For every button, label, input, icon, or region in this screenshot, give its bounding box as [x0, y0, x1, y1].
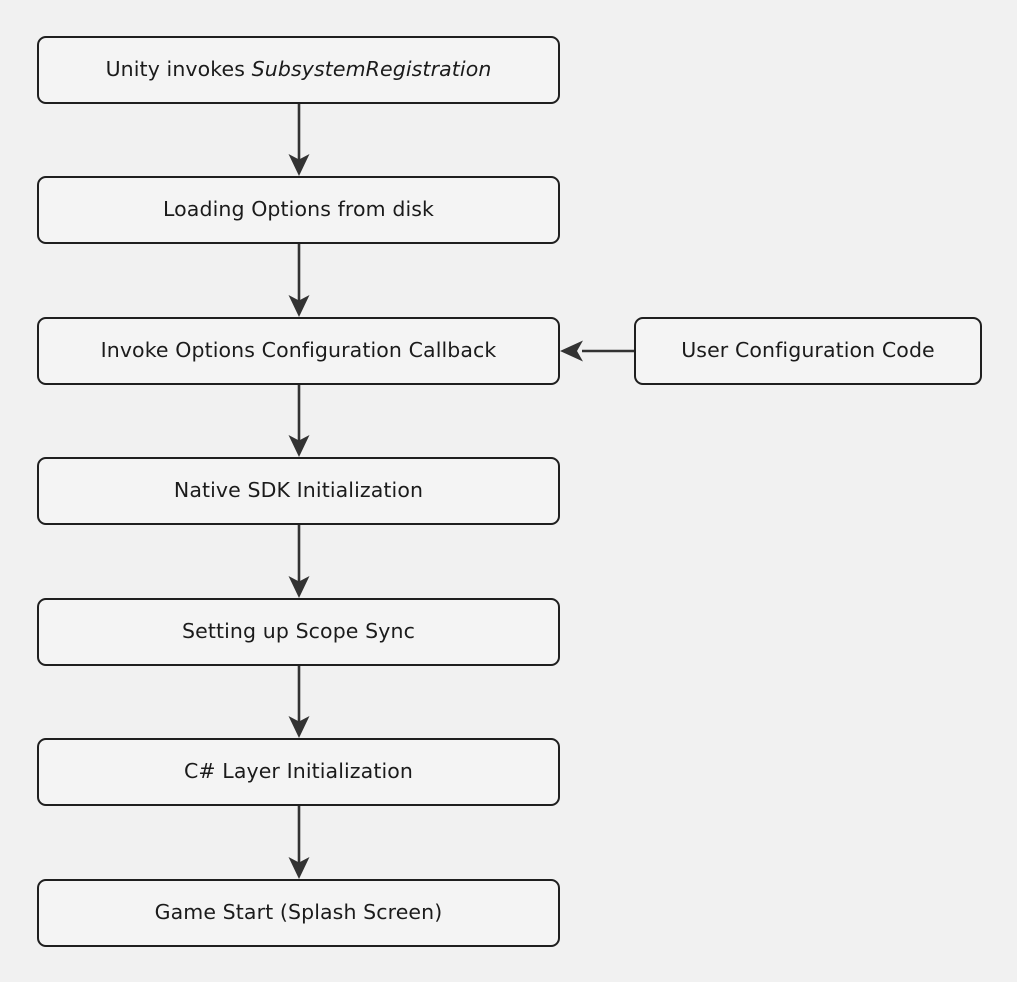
node-label-setting-up-scope-sync: Setting up Scope Sync — [182, 619, 415, 644]
node-label-native-sdk-initialization: Native SDK Initialization — [173, 478, 424, 503]
edge-invoke-to-nativesdk — [288, 385, 310, 457]
node-setting-up-scope-sync[interactable]: Setting up Scope Sync — [37, 598, 560, 666]
edge-subsystem-to-loading — [288, 104, 310, 176]
node-label-csharp-layer-initialization: C# Layer Initialization — [184, 759, 413, 784]
node-native-sdk-initialization[interactable]: Native SDK Initialization — [37, 457, 560, 525]
node-label-game-start: Game Start (Splash Screen) — [154, 900, 443, 925]
node-label-loading-options: Loading Options from disk — [163, 197, 434, 222]
edge-userconfig-to-invoke — [560, 340, 634, 362]
node-game-start[interactable]: Game Start (Splash Screen) — [37, 879, 560, 947]
edge-scopesync-to-csharp — [288, 666, 310, 738]
edge-loading-to-invoke — [288, 244, 310, 317]
edge-nativesdk-to-scopesync — [288, 525, 310, 598]
node-invoke-options-callback[interactable]: Invoke Options Configuration Callback — [37, 317, 560, 385]
node-label-prefix: Unity invokes — [105, 57, 252, 82]
node-label-user-configuration-code: User Configuration Code — [681, 338, 935, 363]
node-loading-options[interactable]: Loading Options from disk — [37, 176, 560, 244]
node-csharp-layer-initialization[interactable]: C# Layer Initialization — [37, 738, 560, 806]
node-subsystem-registration[interactable]: Unity invokes SubsystemRegistration — [37, 36, 560, 104]
node-label-subsystem-registration: Unity invokes SubsystemRegistration — [105, 57, 492, 82]
node-label-emphasis: SubsystemRegistration — [251, 57, 492, 82]
edge-csharp-to-gamestart — [288, 806, 310, 879]
node-label-invoke-options-callback: Invoke Options Configuration Callback — [100, 338, 497, 363]
node-user-configuration-code[interactable]: User Configuration Code — [634, 317, 982, 385]
